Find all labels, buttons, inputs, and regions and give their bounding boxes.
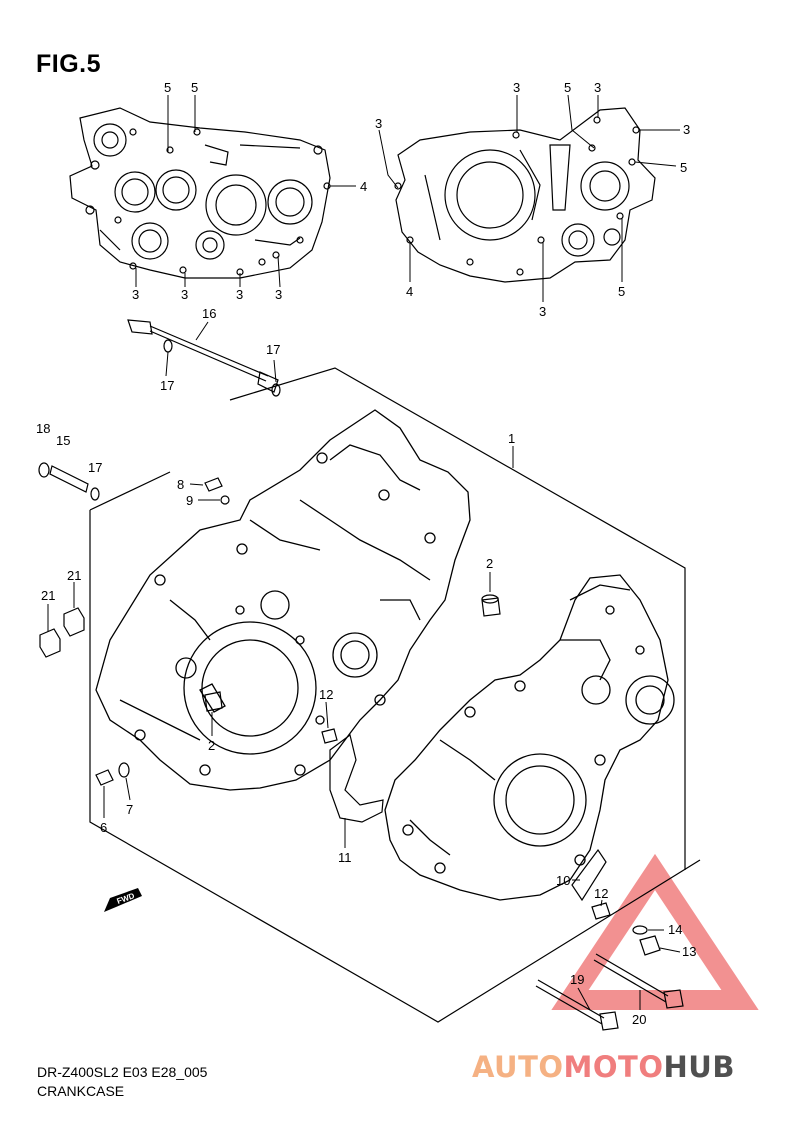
callout-label: 3 <box>132 287 139 302</box>
watermark-part-auto: AUTO <box>472 1050 564 1084</box>
callout-labels: 5 5 4 3 3 3 3 3 5 3 3 3 5 4 3 5 16 17 17… <box>36 80 696 1027</box>
callout-label: 5 <box>680 160 687 175</box>
callout-label: 18 <box>36 421 50 436</box>
crankcase-left-main <box>95 409 471 791</box>
callout-label: 3 <box>683 122 690 137</box>
right-crankcase-half-detail <box>394 107 656 283</box>
callout-label: 1 <box>508 431 515 446</box>
callout-label: 12 <box>594 886 608 901</box>
callout-label: 5 <box>564 80 571 95</box>
callout-label: 4 <box>406 284 413 299</box>
callout-label: 17 <box>266 342 280 357</box>
watermark-logo: AUTOMOTOHUB <box>472 1050 735 1084</box>
callout-label: 12 <box>319 687 333 702</box>
callout-label: 3 <box>181 287 188 302</box>
crankcase-right-main <box>384 574 675 901</box>
callout-label: 21 <box>41 588 55 603</box>
oil-pipe-part-16 <box>127 319 281 397</box>
watermark-part-moto: MOTO <box>563 1050 664 1084</box>
callout-label: 3 <box>594 80 601 95</box>
callout-label: 10 <box>556 873 570 888</box>
callout-label: 3 <box>275 287 282 302</box>
callout-label: 7 <box>126 802 133 817</box>
assembly-outline-box <box>89 367 701 1023</box>
callout-label: 17 <box>88 460 102 475</box>
callout-label: 5 <box>191 80 198 95</box>
watermark-triangle <box>551 853 759 1010</box>
callout-label: 4 <box>360 179 367 194</box>
callout-label: 20 <box>632 1012 646 1027</box>
callout-label: 2 <box>486 556 493 571</box>
fwd-label: FWD <box>116 891 136 906</box>
watermark-part-hub: HUB <box>663 1050 735 1084</box>
left-crankcase-half-detail <box>69 107 331 279</box>
callout-label: 5 <box>618 284 625 299</box>
callout-label: 15 <box>56 433 70 448</box>
callout-label: 11 <box>338 850 352 865</box>
small-parts <box>38 462 684 1031</box>
callout-label: 2 <box>208 738 215 753</box>
section-name-caption: CRANKCASE <box>37 1083 125 1099</box>
callout-label: 5 <box>164 80 171 95</box>
callout-label: 3 <box>513 80 520 95</box>
callout-label: 3 <box>539 304 546 319</box>
callout-label: 13 <box>682 944 696 959</box>
callout-label: 6 <box>100 820 107 835</box>
callout-label: 3 <box>236 287 243 302</box>
callout-label: 8 <box>177 477 184 492</box>
callout-label: 21 <box>67 568 81 583</box>
callout-label: 14 <box>668 922 682 937</box>
figure-title: FIG.5 <box>36 50 102 78</box>
model-code-caption: DR-Z400SL2 E03 E28_005 <box>37 1064 208 1080</box>
leader-lines <box>47 94 681 1011</box>
callout-label: 19 <box>570 972 584 987</box>
callout-label: 9 <box>186 493 193 508</box>
callout-label: 3 <box>375 116 382 131</box>
callout-label: 17 <box>160 378 174 393</box>
callout-label: 16 <box>202 306 216 321</box>
fwd-arrow-icon: FWD <box>104 888 142 912</box>
